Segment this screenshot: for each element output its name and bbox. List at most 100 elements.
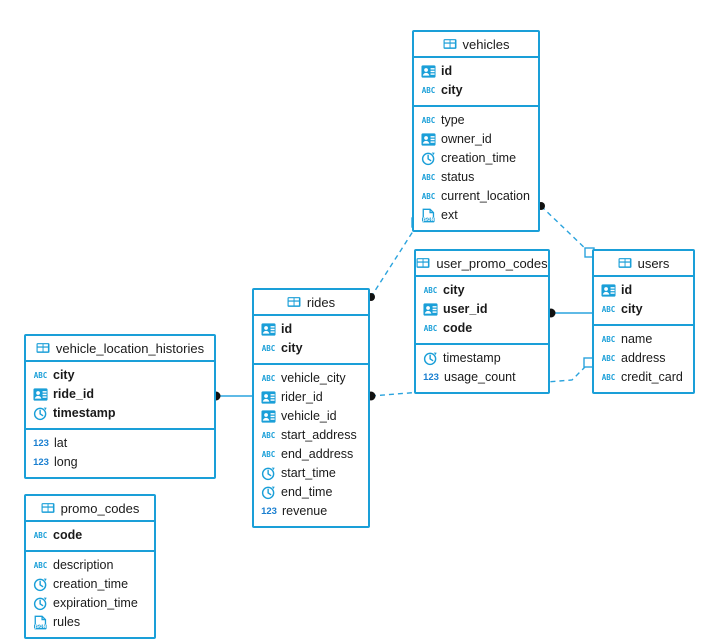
abc-icon: ABC (601, 304, 616, 314)
field-label: type (441, 113, 465, 127)
field-label: city (281, 341, 303, 355)
field-row[interactable]: timestamp (416, 349, 548, 368)
table-name: rides (306, 294, 336, 310)
table-title[interactable]: vehicles (414, 32, 538, 58)
field-row[interactable]: ABC name (594, 330, 693, 349)
field-label: creation_time (441, 151, 517, 165)
field-row[interactable]: rider_id (254, 388, 368, 407)
table-grid-icon (36, 341, 50, 355)
field-label: lat (54, 436, 68, 450)
field-label: id (441, 64, 453, 78)
field-row[interactable]: ride_id (26, 385, 214, 404)
field-row[interactable]: ABC type (414, 111, 538, 130)
field-label: vehicle_city (281, 371, 346, 385)
abc-icon: ABC (421, 115, 436, 125)
abc-icon: ABC (261, 430, 276, 440)
field-row[interactable]: vehicle_id (254, 407, 368, 426)
field-label: city (621, 302, 643, 316)
field-row[interactable]: creation_time (414, 149, 538, 168)
clock-icon (261, 466, 276, 481)
id-badge-icon (261, 390, 276, 405)
table-title[interactable]: rides (254, 290, 368, 316)
field-label: id (621, 283, 633, 297)
table-grid-icon (618, 256, 632, 270)
field-row[interactable]: 123 lat (26, 434, 214, 453)
field-label: start_time (281, 466, 336, 480)
field-label: creation_time (53, 577, 129, 591)
123-icon: 123 (33, 437, 49, 449)
abc-icon: ABC (601, 334, 616, 344)
field-row[interactable]: id (254, 320, 368, 339)
table-title[interactable]: users (594, 251, 693, 277)
field-label: end_address (281, 447, 354, 461)
abc-icon: ABC (423, 323, 438, 333)
field-label: city (443, 283, 465, 297)
field-row[interactable]: creation_time (26, 575, 154, 594)
table-grid-icon (443, 37, 457, 51)
field-row[interactable]: 123 long (26, 453, 214, 472)
id-badge-icon (261, 409, 276, 424)
field-row[interactable]: 123 usage_count (416, 368, 548, 387)
field-row[interactable]: id (594, 281, 693, 300)
field-label: name (621, 332, 653, 346)
123-icon: 123 (261, 505, 277, 517)
field-label: long (54, 455, 78, 469)
id-badge-icon (601, 283, 616, 298)
table-title[interactable]: vehicle_location_histories (26, 336, 214, 362)
field-row[interactable]: ABC city (594, 300, 693, 319)
123-icon: 123 (423, 371, 439, 383)
field-row[interactable]: expiration_time (26, 594, 154, 613)
abc-icon: ABC (601, 372, 616, 382)
field-row[interactable]: end_time (254, 483, 368, 502)
field-row[interactable]: 123 revenue (254, 502, 368, 521)
id-badge-icon (423, 302, 438, 317)
123-icon: 123 (33, 456, 49, 468)
field-row[interactable]: timestamp (26, 404, 214, 423)
field-row[interactable]: owner_id (414, 130, 538, 149)
table-title[interactable]: user_promo_codes (416, 251, 548, 277)
field-label: usage_count (444, 370, 516, 384)
edge-user-promo-codes-users[interactable] (546, 308, 593, 318)
edge-vehicle-location-histories-rides[interactable] (211, 391, 253, 401)
table-grid-icon (416, 256, 430, 270)
clock-icon (33, 406, 48, 421)
clock-icon (421, 151, 436, 166)
abc-icon: ABC (421, 191, 436, 201)
field-row[interactable]: id (414, 62, 538, 81)
table-title[interactable]: promo_codes (26, 496, 154, 522)
table-name: vehicles (462, 36, 510, 52)
field-row[interactable]: user_id (416, 300, 548, 319)
field-label: owner_id (441, 132, 492, 146)
field-label: revenue (282, 504, 328, 518)
field-row[interactable]: start_time (254, 464, 368, 483)
